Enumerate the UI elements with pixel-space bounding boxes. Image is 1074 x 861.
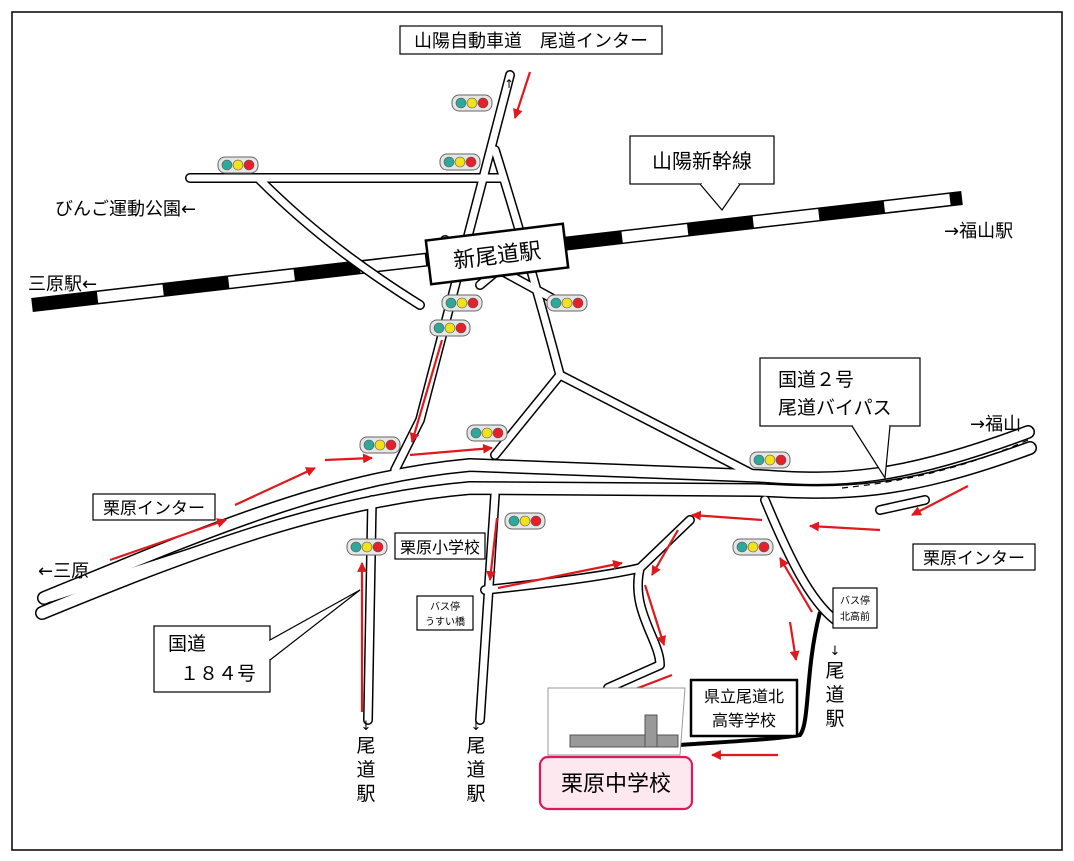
svg-text:県立尾道北: 県立尾道北 <box>704 687 784 706</box>
svg-text:バス停: バス停 <box>840 594 870 607</box>
traffic-signal-icon <box>732 538 774 556</box>
svg-text:国道: 国道 <box>168 633 206 655</box>
bypass-centerline <box>841 439 1029 489</box>
station-label-char: ↓ <box>471 719 482 734</box>
traffic-signal-icon <box>217 156 259 174</box>
label-bingo-park: びんご運動公園← <box>55 199 196 220</box>
svg-text:国道２号: 国道２号 <box>778 369 854 391</box>
label-to-onomichi-station-left: ↓尾道駅 <box>356 719 375 805</box>
svg-text:栗原中学校: 栗原中学校 <box>561 772 671 797</box>
traffic-signals <box>217 94 791 556</box>
label-kurihara-junior-high: 栗原中学校 <box>538 755 694 811</box>
junior-high-site <box>547 687 686 756</box>
station-label-char: 道 <box>466 759 485 781</box>
map-frame <box>11 11 1063 851</box>
label-fukuyama-station: →福山駅 <box>944 221 1013 242</box>
svg-text:山陽自動車道 尾道インター: 山陽自動車道 尾道インター <box>414 31 648 52</box>
svg-text:栗原小学校: 栗原小学校 <box>400 538 480 557</box>
label-kurihara-ic-right: 栗原インター <box>912 543 1036 571</box>
traffic-signal-icon <box>504 512 546 530</box>
svg-text:うすい橋: うすい橋 <box>425 615 465 628</box>
traffic-signal-icon <box>439 153 481 171</box>
label-sanyo-expressway: 山陽自動車道 尾道インター <box>399 25 663 55</box>
label-to-onomichi-station-middle: ↓尾道駅 <box>466 719 485 805</box>
svg-text:バス停: バス停 <box>430 600 460 613</box>
traffic-signal-icon <box>359 436 401 454</box>
station-label-char: 駅 <box>825 708 844 730</box>
traffic-signal-icon <box>441 294 483 312</box>
school-building <box>569 734 679 748</box>
traffic-signal-icon <box>466 424 508 442</box>
label-mihara-station: 三原駅← <box>28 274 97 295</box>
traffic-signal-icon <box>749 451 791 469</box>
svg-text:栗原インター: 栗原インター <box>923 549 1025 569</box>
label-route2-bypass: 国道２号 尾道バイパス <box>759 357 921 480</box>
school-access-path <box>679 611 822 747</box>
svg-text:山陽新幹線: 山陽新幹線 <box>652 149 752 173</box>
traffic-signal-icon <box>546 294 588 312</box>
svg-text:高等学校: 高等学校 <box>712 711 776 730</box>
label-bus-stop-kitakoumae: バス停 北高前 <box>832 587 878 629</box>
station-label-char: 道 <box>356 759 375 781</box>
station-label-char: ↓ <box>830 644 841 659</box>
route-arrows <box>109 71 969 760</box>
label-kurihara-ic-left: 栗原インター <box>92 493 216 521</box>
label-bus-stop-usuibashi: バス停 うすい橋 <box>416 595 474 631</box>
station-label-char: 尾 <box>356 735 375 757</box>
label-route184: 国道 １８４号 <box>153 589 361 693</box>
station-label-char: 尾 <box>466 735 485 757</box>
label-to-fukuyama: →福山 <box>970 414 1021 435</box>
svg-text:北高前: 北高前 <box>840 610 870 623</box>
label-shin-onomichi-station: 新尾道駅 <box>424 222 570 286</box>
station-label-char: 駅 <box>356 783 375 805</box>
up-arrow: ↑ <box>504 77 514 91</box>
svg-text:栗原インター: 栗原インター <box>103 499 205 519</box>
station-label-char: 道 <box>825 684 844 706</box>
traffic-signal-icon <box>346 538 388 556</box>
svg-text:１８４号: １８４号 <box>180 663 256 685</box>
station-label-char: 駅 <box>466 783 485 805</box>
label-to-onomichi-station-right: ↓尾道駅 <box>825 644 844 730</box>
station-label-char: 尾 <box>825 660 844 682</box>
label-kurihara-elementary: 栗原小学校 <box>394 532 486 560</box>
label-kita-high-school: 県立尾道北 高等学校 <box>689 678 799 738</box>
label-to-mihara: ←三原 <box>38 561 89 582</box>
traffic-signal-icon <box>451 94 493 112</box>
school-building-wing <box>644 714 658 748</box>
svg-text:尾道バイパス: 尾道バイパス <box>778 397 892 419</box>
label-shinkansen: 山陽新幹線 <box>629 135 775 211</box>
station-label-char: ↓ <box>361 719 372 734</box>
traffic-signal-icon <box>429 319 471 337</box>
